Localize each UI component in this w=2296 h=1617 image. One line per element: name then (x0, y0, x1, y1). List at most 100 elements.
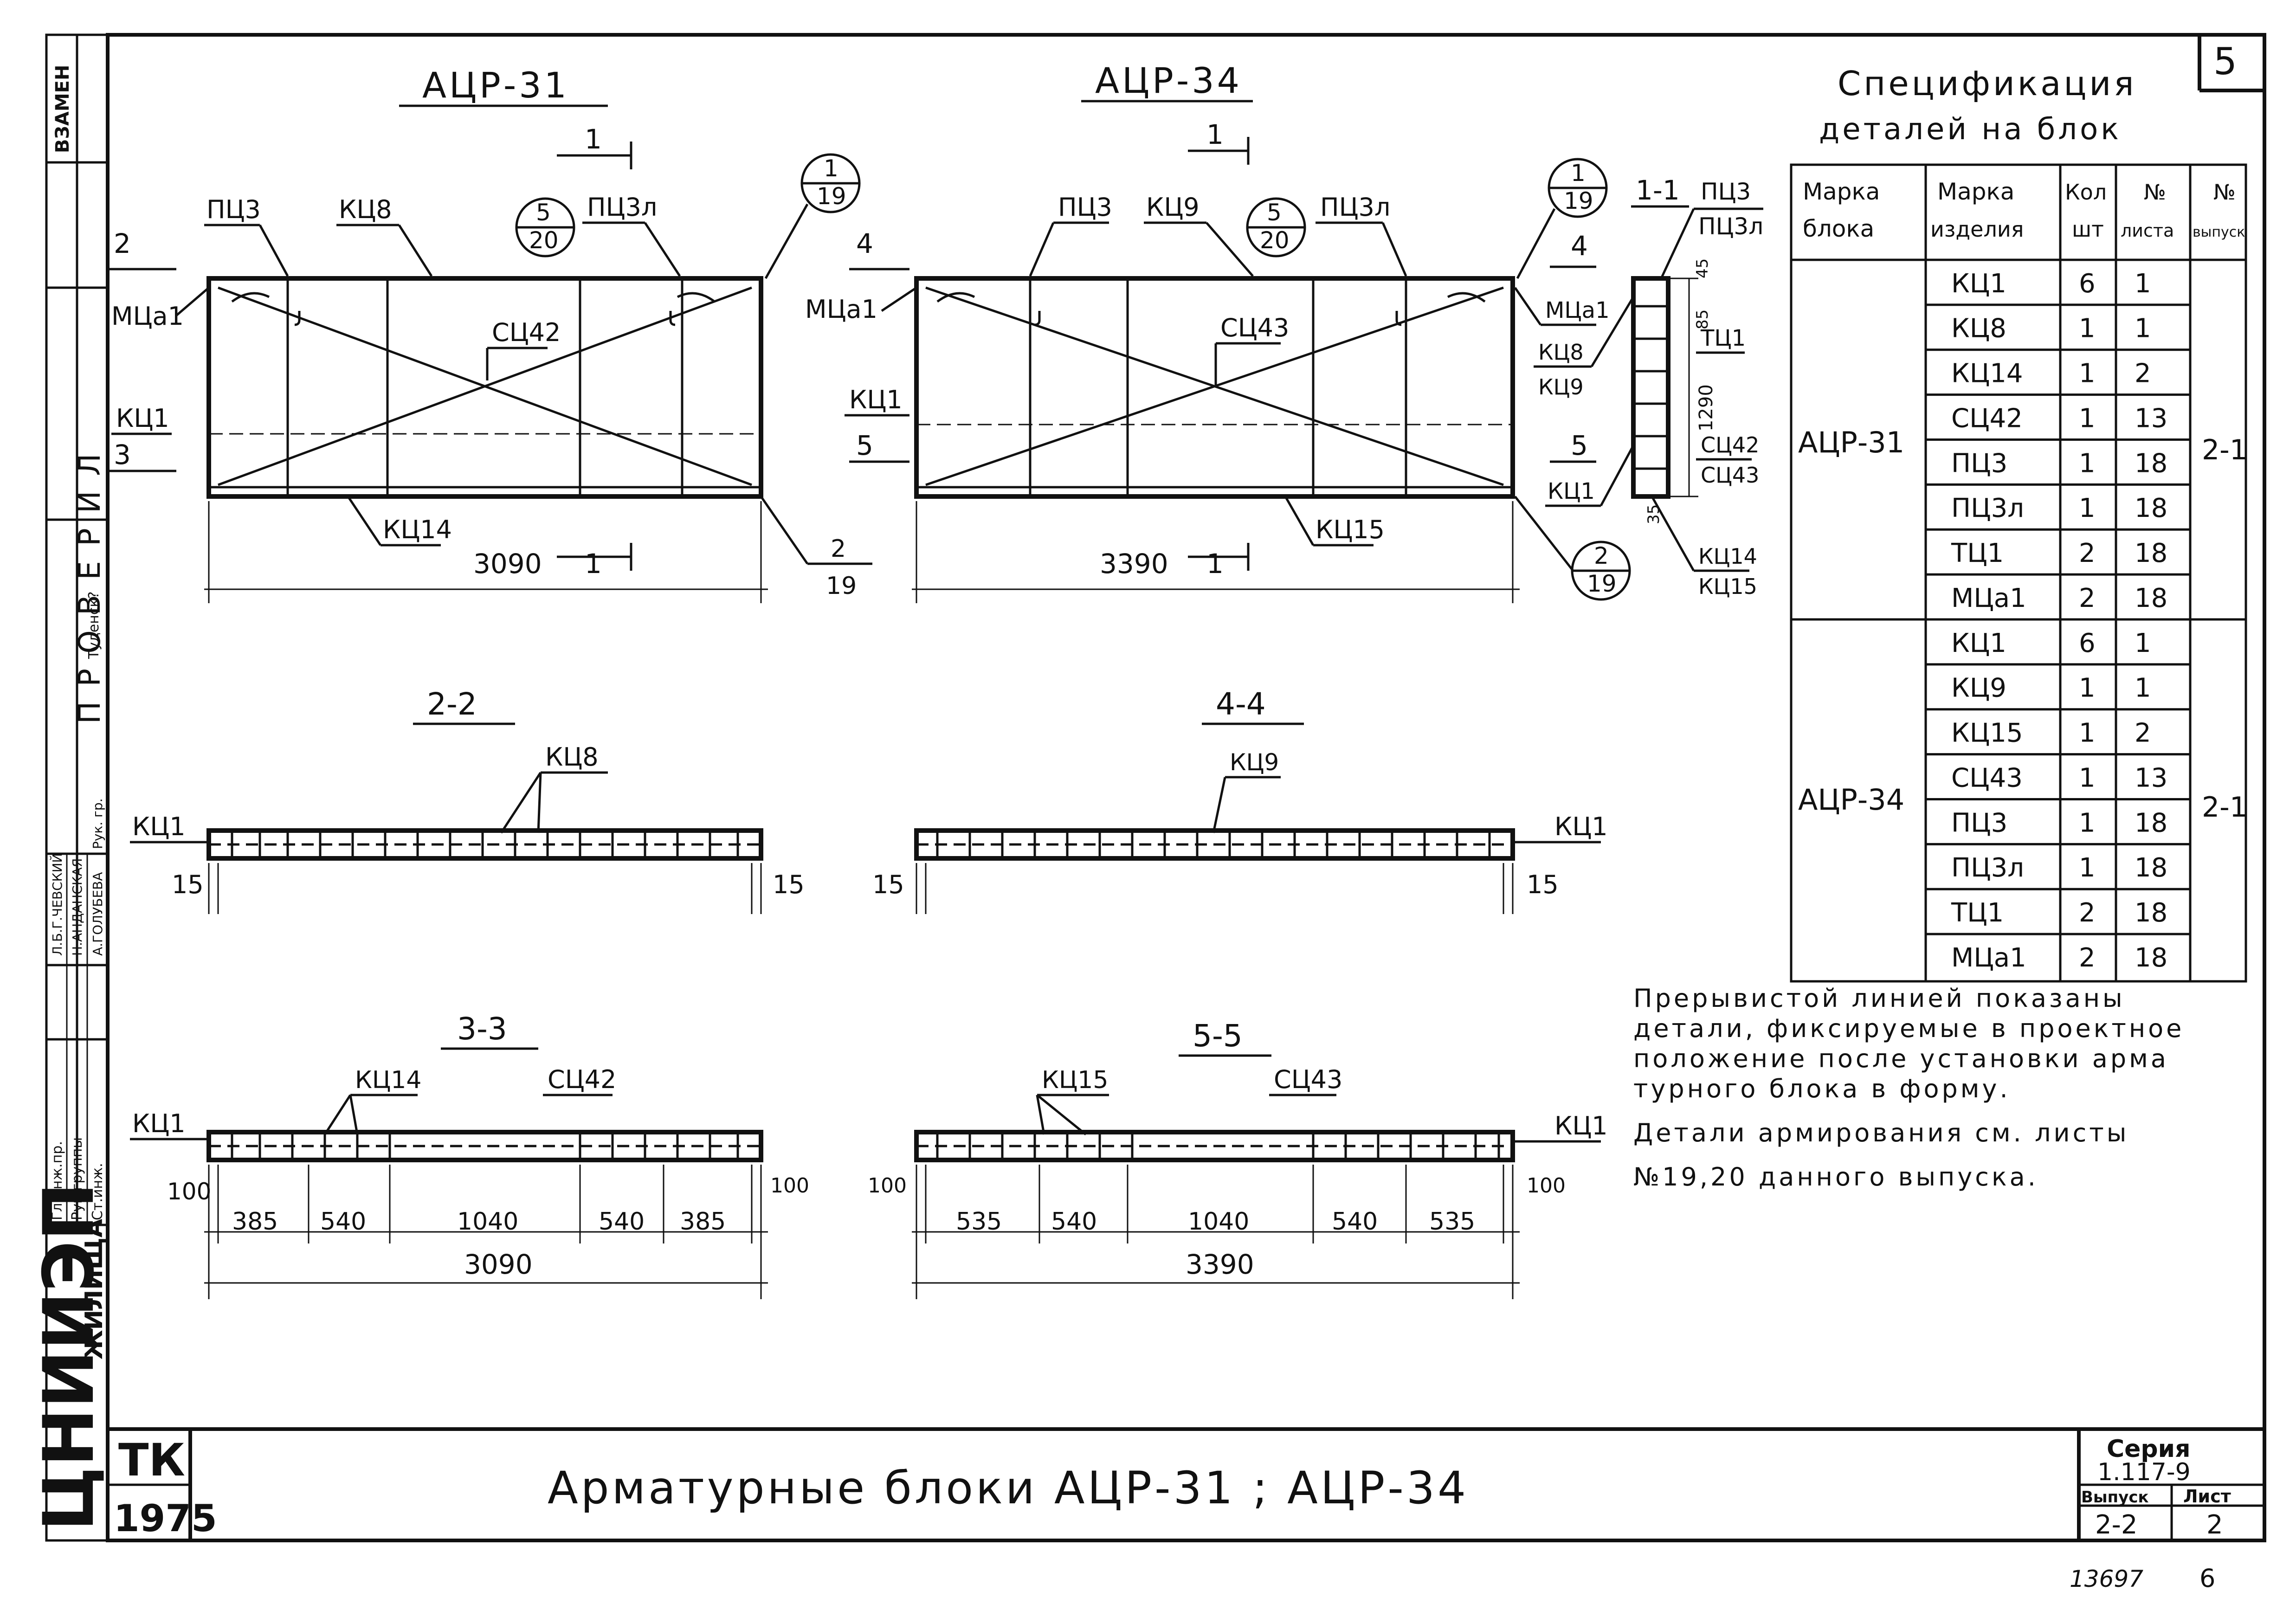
stamp-role-3: Ст.инж. (90, 1163, 106, 1220)
callout-right-top-num: 1 (824, 155, 838, 182)
label-pc3l: ПЦ3л (1698, 213, 1763, 240)
series-label: Серия (2107, 1435, 2190, 1463)
label-pc3l: ПЦ3л (587, 193, 657, 222)
spec-cell-sheet: 13 (2135, 763, 2167, 793)
end-dim-left: 100 (167, 1178, 211, 1205)
label-kc15: КЦ15 (1316, 515, 1385, 544)
spec-cell-sheet: 13 (2135, 403, 2167, 433)
callout-top (1246, 197, 1306, 258)
section-mark-1-top: 1 (1206, 119, 1224, 150)
dim-length: 3090 (473, 548, 542, 580)
stamp-proveril-name: Туденск? (86, 592, 102, 659)
side-stamp (45, 33, 109, 1542)
spec-cell-qty: 1 (2079, 403, 2096, 433)
spec-cell-qty: 1 (2079, 314, 2096, 344)
view-section-1-1: 1-1 ПЦ3 ПЦ3л ТЦ1 КЦ8 КЦ9 СЦ42 СЦ43 КЦ1 К… (1534, 174, 1763, 599)
view-title: 2-2 (427, 686, 477, 722)
spec-cell-sheet: 18 (2135, 808, 2167, 838)
view-title: 4-4 (1216, 686, 1266, 722)
spec-cell-qty: 2 (2079, 943, 2096, 973)
spec-cell-sheet: 18 (2135, 538, 2167, 568)
dim-3: 1040 (1188, 1208, 1249, 1236)
end-dim-right: 100 (770, 1174, 809, 1198)
dim-left: 15 (172, 870, 204, 899)
dim-4: 540 (1332, 1208, 1378, 1236)
stamp-role-1: Гл.инж.пр. (49, 1141, 65, 1220)
dim-total: 3390 (1186, 1249, 1254, 1280)
series-value: 1.117-9 (2097, 1458, 2191, 1486)
spec-cell-sheet: 18 (2135, 898, 2167, 928)
spec-cell-qty: 1 (2079, 673, 2096, 703)
dim-total: 3090 (464, 1249, 533, 1280)
dim-1290: 1290 (1696, 384, 1717, 432)
title-year: 1975 (114, 1497, 217, 1540)
spec-cell-item: КЦ14 (1951, 359, 2023, 389)
view-title: 1-1 (1636, 174, 1680, 206)
view-section-2-2: 2-2 КЦ8 КЦ1 15 15 (130, 686, 805, 914)
spec-cell-sheet: 1 (2135, 628, 2151, 658)
dim-right: 15 (773, 870, 805, 899)
spec-cell-item: КЦ1 (1951, 628, 2006, 658)
header-sheet-1: № (2144, 180, 2166, 205)
callout-right-top (800, 153, 861, 213)
header-issue-1: № (2213, 180, 2236, 205)
group-1-block: АЦР-31 (1798, 425, 1904, 459)
spec-cell-item: ТЦ1 (1951, 898, 2004, 928)
section-mark-1-bottom: 1 (585, 548, 602, 580)
label-pc3: ПЦ3 (1058, 193, 1112, 222)
spec-cell-item: МЦа1 (1951, 943, 2026, 973)
header-sheet-2: листа (2121, 220, 2174, 241)
view-section-5-5: 5-5 КЦ15 СЦ43 КЦ1 100 100 (868, 1018, 1608, 1299)
section-mark-4-right: 4 (1571, 230, 1588, 262)
spec-cell-qty: 1 (2079, 718, 2096, 748)
spec-title-1: Спецификация (1838, 64, 2137, 103)
group-2-block: АЦР-34 (1798, 783, 1904, 817)
callout-top-den: 20 (1260, 227, 1290, 254)
spec-cell-sheet: 1 (2135, 269, 2151, 299)
label-kc1: КЦ1 (132, 812, 186, 841)
stamp-role-2: Рук.группы (69, 1137, 85, 1220)
view-title: 5-5 (1193, 1018, 1243, 1054)
spec-cell-qty: 2 (2079, 898, 2096, 928)
header-block-1: Марка (1803, 178, 1880, 205)
dim-2: 540 (320, 1208, 366, 1236)
callout-right-top-den: 19 (817, 183, 846, 210)
dim-right: 15 (1527, 870, 1559, 899)
label-kc14: КЦ14 (355, 1066, 421, 1094)
label-kc1: КЦ1 (849, 385, 903, 414)
label-kc14: КЦ14 (383, 515, 452, 544)
issue-value: 2-2 (2095, 1510, 2137, 1540)
dim-3: 1040 (457, 1208, 518, 1236)
stamp-vzamen: ВЗАМЕН (52, 65, 73, 153)
label-sc42: СЦ42 (548, 1065, 616, 1094)
spec-cell-item: ТЦ1 (1951, 538, 2004, 568)
callout-right-bottom-num: 2 (1594, 542, 1609, 569)
label-kc8: КЦ8 (339, 195, 392, 224)
callout-top (515, 197, 575, 258)
view-section-4-4: 4-4 КЦ9 КЦ1 15 15 (872, 686, 1608, 914)
section-mark-5-right: 5 (1571, 430, 1588, 461)
spec-cell-item: ПЦ3 (1951, 808, 2007, 838)
label-pc3l: ПЦ3л (1320, 193, 1390, 222)
callout-right-top-num: 1 (1571, 160, 1586, 187)
spec-cell-qty: 1 (2079, 763, 2096, 793)
group-1-issue: 2-1 (2202, 434, 2247, 466)
label-tc1: ТЦ1 (1700, 325, 1746, 351)
spec-cell-sheet: 1 (2135, 314, 2151, 344)
dim-left: 15 (872, 870, 904, 899)
footer-page: 6 (2199, 1564, 2215, 1593)
callout-right-bottom-num: 2 (831, 535, 846, 563)
callout-right-bottom-den: 19 (826, 572, 857, 600)
spec-cell-item: ПЦ3 (1951, 448, 2007, 478)
sheet-number: 5 (2213, 40, 2237, 83)
spec-cell-item: КЦ1 (1951, 269, 2006, 299)
spec-cell-item: МЦа1 (1951, 583, 2026, 613)
stamp-name-1: Л.Б.Г.ЧЕВСКИЙ (49, 853, 65, 956)
dim-35: 35 (1645, 504, 1663, 524)
spec-cell-sheet: 18 (2135, 943, 2167, 973)
label-kc1: КЦ1 (1554, 1111, 1608, 1140)
section-mark-2: 2 (114, 228, 131, 259)
stamp-proveril: П Р О В Е Р И Л (73, 451, 107, 724)
spec-cell-qty: 2 (2079, 583, 2096, 613)
spec-cell-qty: 2 (2079, 538, 2096, 568)
